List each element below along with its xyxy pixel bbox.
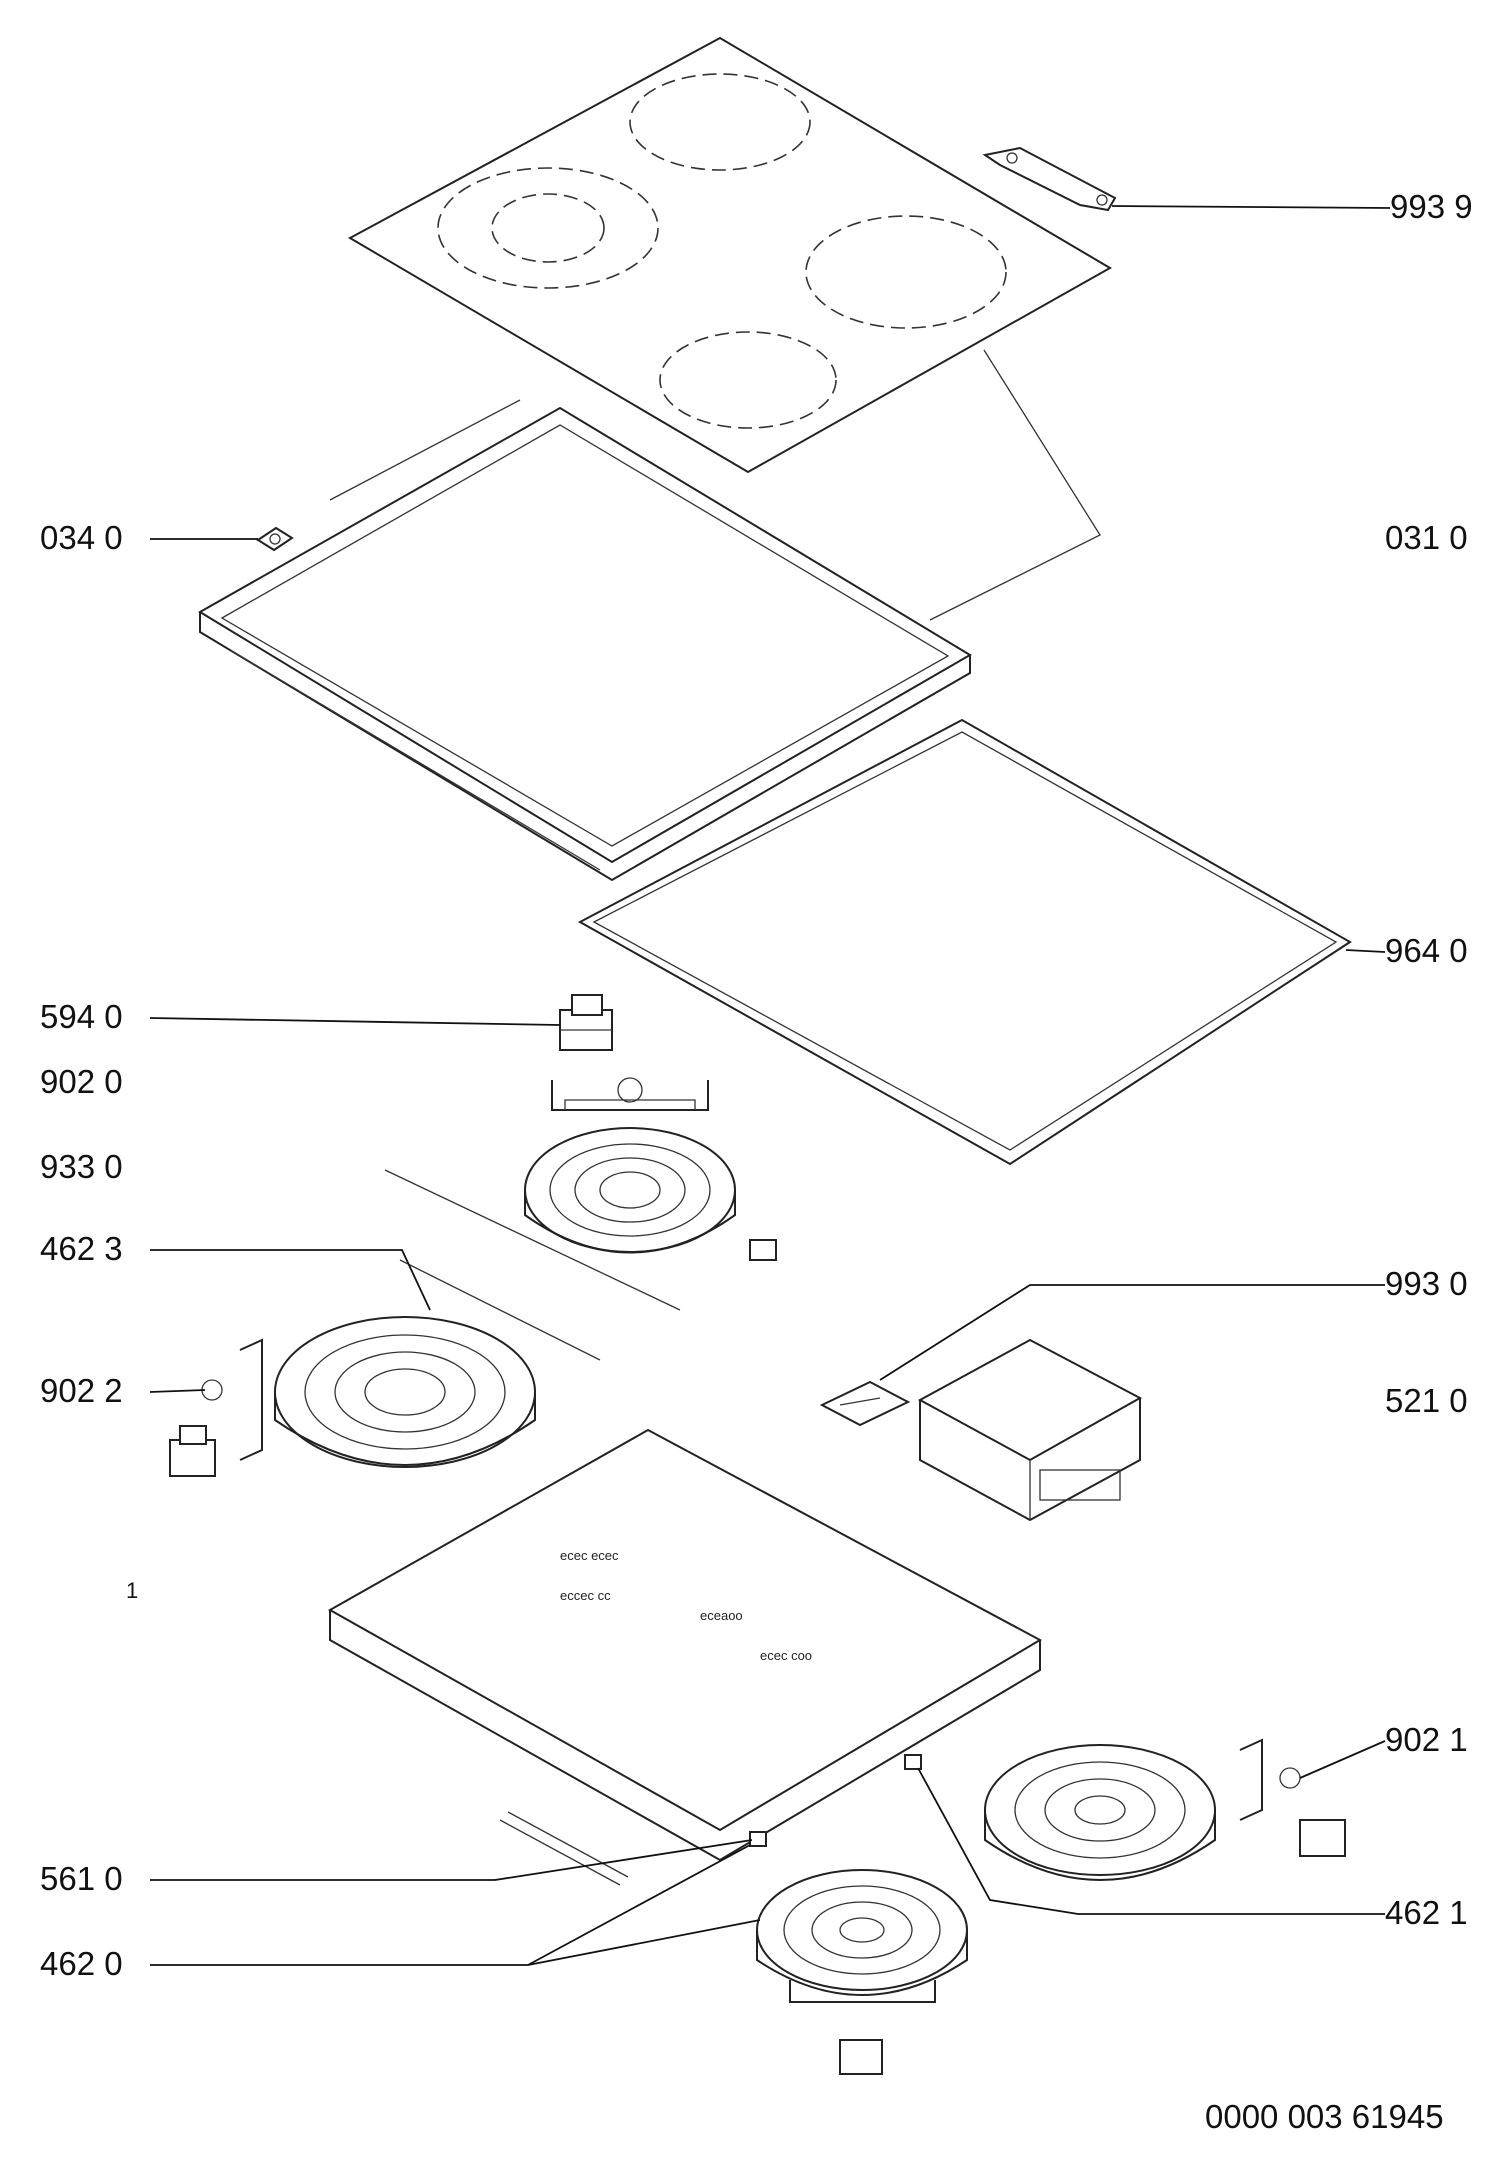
bracket-part-9020 — [551, 1077, 709, 1111]
clip-part-4621 — [904, 1754, 922, 1770]
label-5610: 561 0 — [40, 1860, 123, 1897]
label-9021: 902 1 — [1385, 1721, 1468, 1758]
label-4620: 462 0 — [40, 1945, 123, 1982]
connector-part-5940 — [559, 994, 613, 1051]
svg-text:ecec coo: ecec coo — [760, 1648, 812, 1663]
svg-text:eccec cc: eccec cc — [560, 1588, 611, 1603]
label-9939: 993 9 — [1390, 188, 1473, 225]
leader-lines — [149, 205, 1391, 1966]
cooktop-frame-part — [198, 399, 972, 882]
base-tray-part: ecec ecec eccec cc eceaoo ecec coo — [327, 1428, 1043, 1886]
switch-block-5210 — [917, 1338, 1143, 1522]
clip-part-5610 — [749, 1831, 767, 1847]
control-part-9930 — [819, 1380, 911, 1427]
label-9022: 902 2 — [40, 1372, 123, 1409]
label-9020: 902 0 — [40, 1063, 123, 1100]
heater-part-9021 — [984, 1738, 1346, 1881]
leader-9330 — [384, 1169, 681, 1311]
glass-cooktop-part — [347, 36, 1113, 474]
label-9930: 993 0 — [1385, 1265, 1468, 1302]
label-1: 1 — [126, 1578, 139, 1603]
heater-part-4623 — [274, 1316, 536, 1468]
leader-0310 — [929, 349, 1101, 621]
leader-4623b — [399, 1259, 601, 1361]
svg-text:ecec ecec: ecec ecec — [560, 1548, 619, 1563]
small-clip-0340 — [256, 526, 294, 552]
label-4623: 462 3 — [40, 1230, 123, 1267]
label-5940: 594 0 — [40, 998, 123, 1035]
drawing-number: 0000 003 61945 — [1205, 2098, 1444, 2135]
label-0310: 031 0 — [1385, 519, 1468, 556]
label-9330: 933 0 — [40, 1148, 123, 1185]
heater-part-9330 — [524, 1127, 777, 1261]
bracket-part-9022 — [169, 1338, 263, 1477]
heater-part-4620 — [756, 1869, 968, 2075]
gasket-part-9640 — [577, 718, 1352, 1166]
label-0340: 034 0 — [40, 519, 123, 556]
label-4621: 462 1 — [1385, 1894, 1468, 1931]
svg-text:eceaoo: eceaoo — [700, 1608, 743, 1623]
clip-part-9939 — [982, 146, 1117, 212]
label-9640: 964 0 — [1385, 932, 1468, 969]
label-5210: 521 0 — [1385, 1382, 1468, 1419]
